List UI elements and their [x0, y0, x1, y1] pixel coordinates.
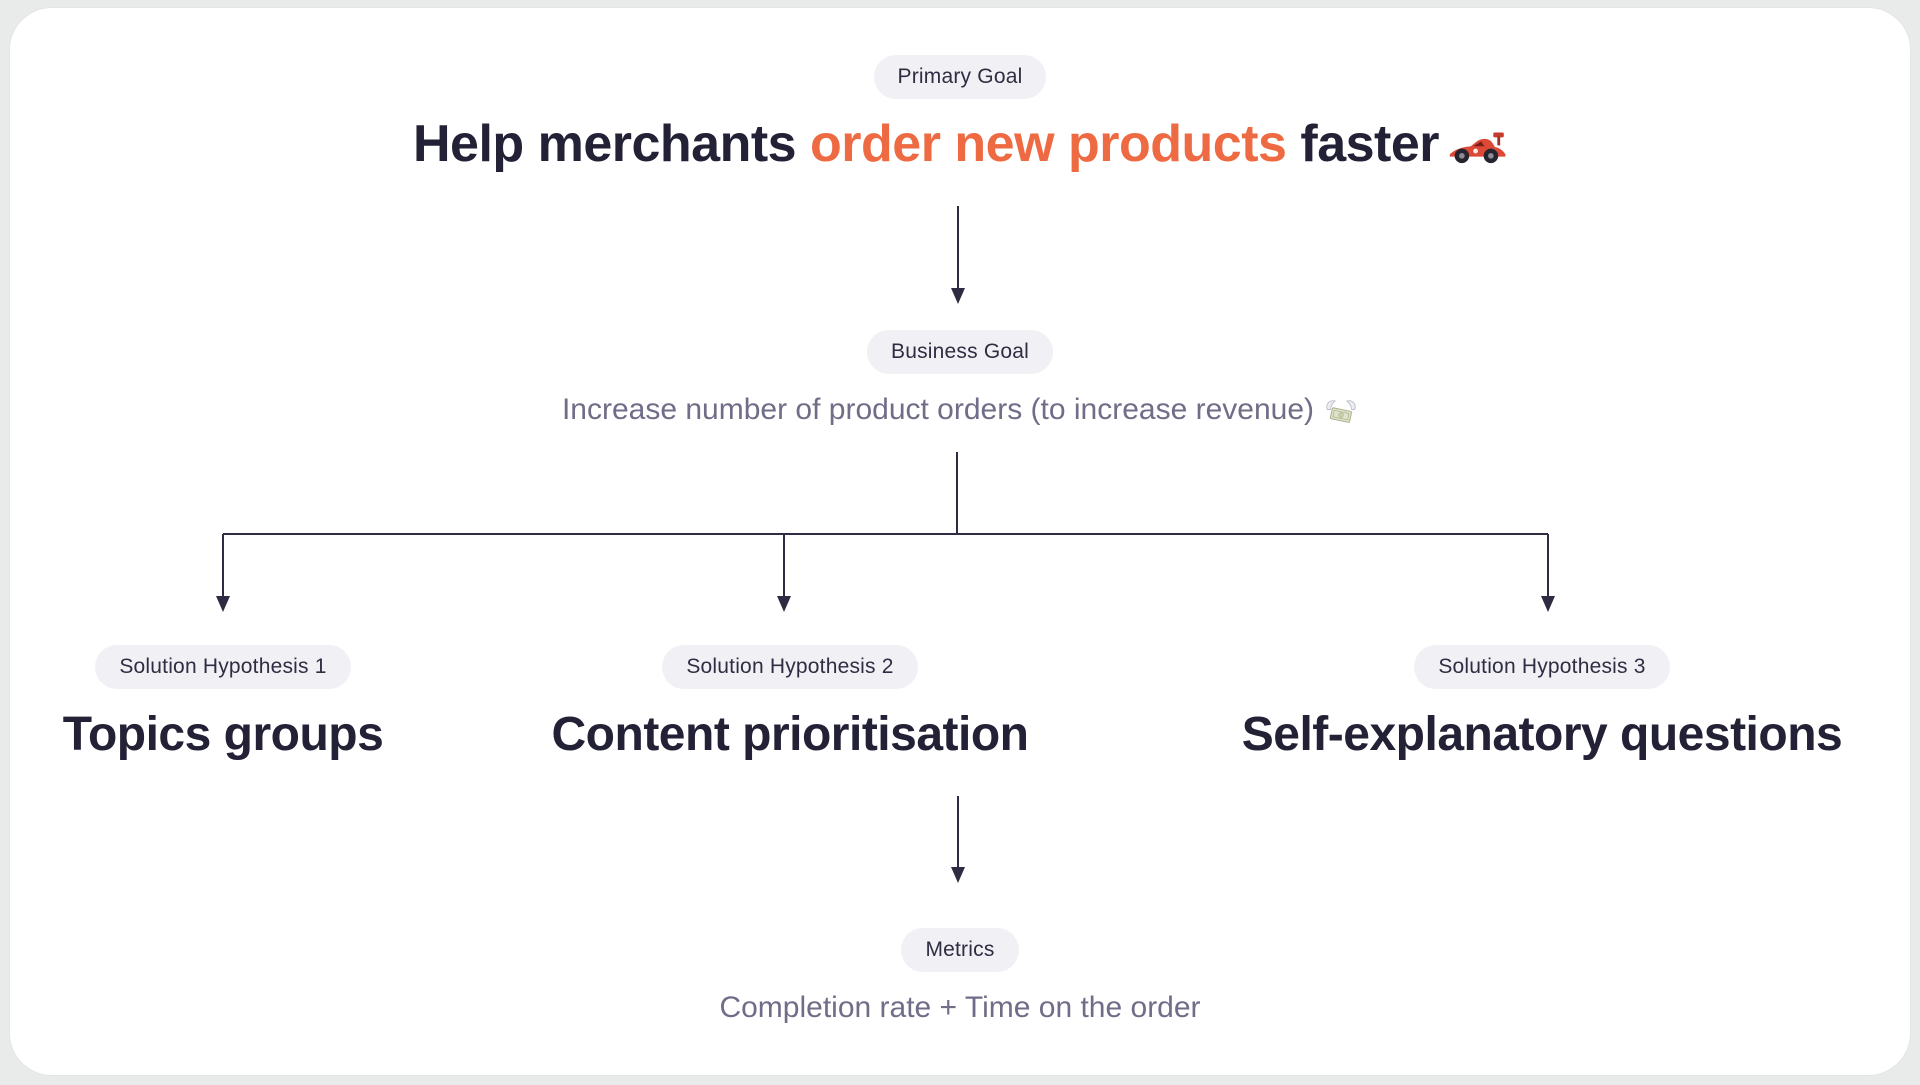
business-goal-text-label: Increase number of product orders (to in… — [561, 393, 1315, 426]
metrics-node: Metrics Completion rate + Time on the or… — [0, 928, 1920, 1028]
primary-goal-node: Primary Goal Help merchants order new pr… — [0, 55, 1920, 181]
business-goal-text: Increase number of product orders (to in… — [0, 390, 1920, 436]
solution-node-1: Solution Hypothesis 1 Topics groups — [0, 645, 603, 765]
solution-node-2: Solution Hypothesis 2 Content prioritisa… — [410, 645, 1170, 765]
solution-1-badge: Solution Hypothesis 1 — [95, 645, 351, 689]
primary-goal-title-prefix: Help merchants — [412, 115, 811, 173]
solution-2-title: Content prioritisation — [551, 708, 1029, 761]
racing-car-icon — [1449, 119, 1507, 181]
business-goal-node: Business Goal Increase number of product… — [0, 330, 1920, 436]
primary-goal-title-suffix: faster — [1286, 115, 1440, 173]
business-goal-badge: Business Goal — [866, 330, 1053, 374]
solution-2-badge: Solution Hypothesis 2 — [662, 645, 918, 689]
metrics-badge: Metrics — [901, 928, 1019, 972]
money-with-wings-icon — [1324, 396, 1358, 436]
primary-goal-title: Help merchants order new products faster — [0, 113, 1920, 181]
metrics-text: Completion rate + Time on the order — [719, 991, 1201, 1024]
diagram-card — [10, 8, 1910, 1075]
primary-goal-title-highlight: order new products — [810, 115, 1287, 173]
solution-1-title: Topics groups — [62, 708, 384, 761]
solution-3-title: Self-explanatory questions — [1241, 708, 1843, 761]
primary-goal-badge: Primary Goal — [873, 55, 1047, 99]
solution-node-3: Solution Hypothesis 3 Self-explanatory q… — [1162, 645, 1920, 765]
solution-3-badge: Solution Hypothesis 3 — [1414, 645, 1670, 689]
